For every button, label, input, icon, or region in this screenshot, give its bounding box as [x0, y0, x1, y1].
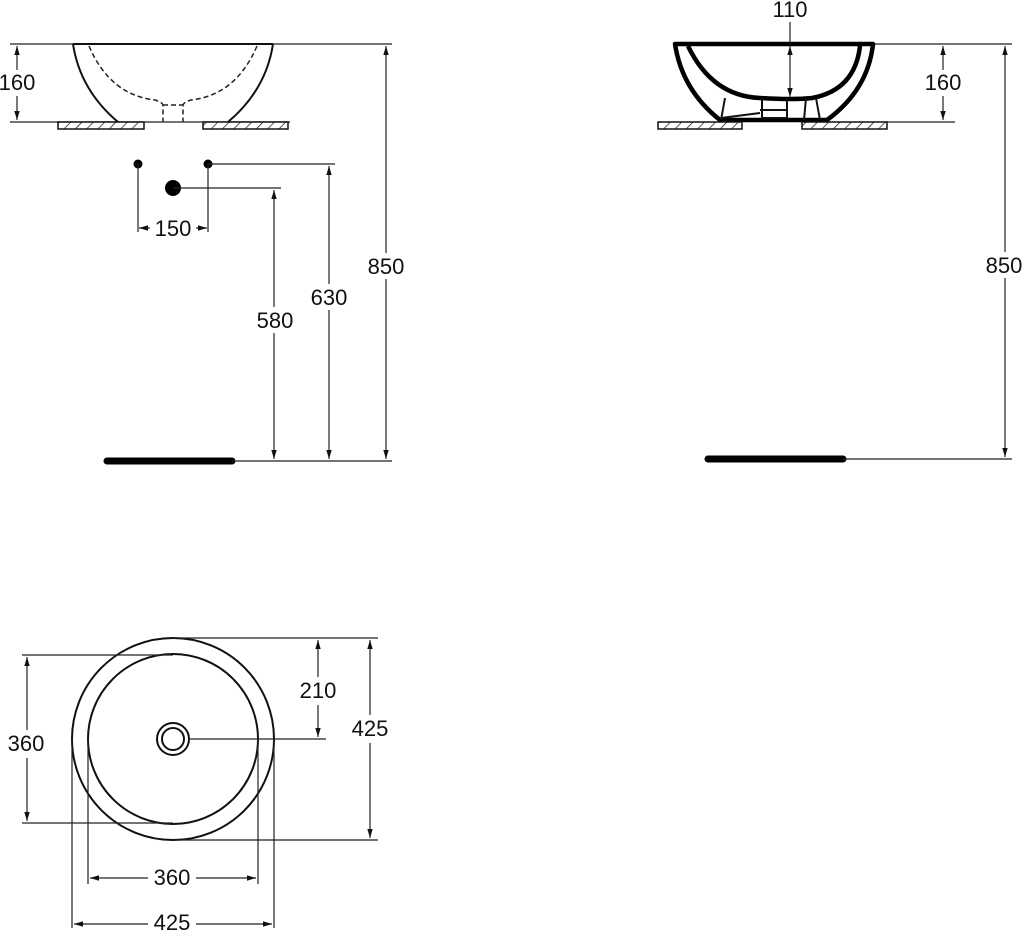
waste-outlet-section [720, 97, 821, 121]
waste-height-label: 580 [257, 308, 294, 333]
waste-offset-label: 210 [300, 678, 337, 703]
plan-view: 360 210 425 360 425 [4, 637, 392, 931]
outer-width-label: 425 [154, 910, 191, 931]
section-view: 110 160 850 [657, 0, 1024, 463]
bowl-interior-section [685, 45, 863, 102]
waste-inner-circle [161, 727, 185, 751]
rim-height-label: 850 [986, 253, 1023, 278]
front-view: 160 150 580 630 850 [0, 43, 409, 465]
inner-width-label: 360 [154, 865, 191, 890]
tap-spacing-label: 150 [155, 216, 192, 241]
basin-section-outline [672, 41, 876, 123]
basin-interior-hidden [88, 45, 258, 122]
basin-height-label: 160 [925, 70, 962, 95]
bowl-depth-label: 110 [772, 0, 807, 22]
outer-depth-label: 425 [352, 716, 389, 741]
basin-outline [72, 43, 274, 123]
supply-height-label: 630 [311, 285, 348, 310]
inner-depth-label: 360 [8, 731, 45, 756]
rim-height-label: 850 [368, 254, 405, 279]
basin-height-label: 160 [0, 70, 35, 95]
